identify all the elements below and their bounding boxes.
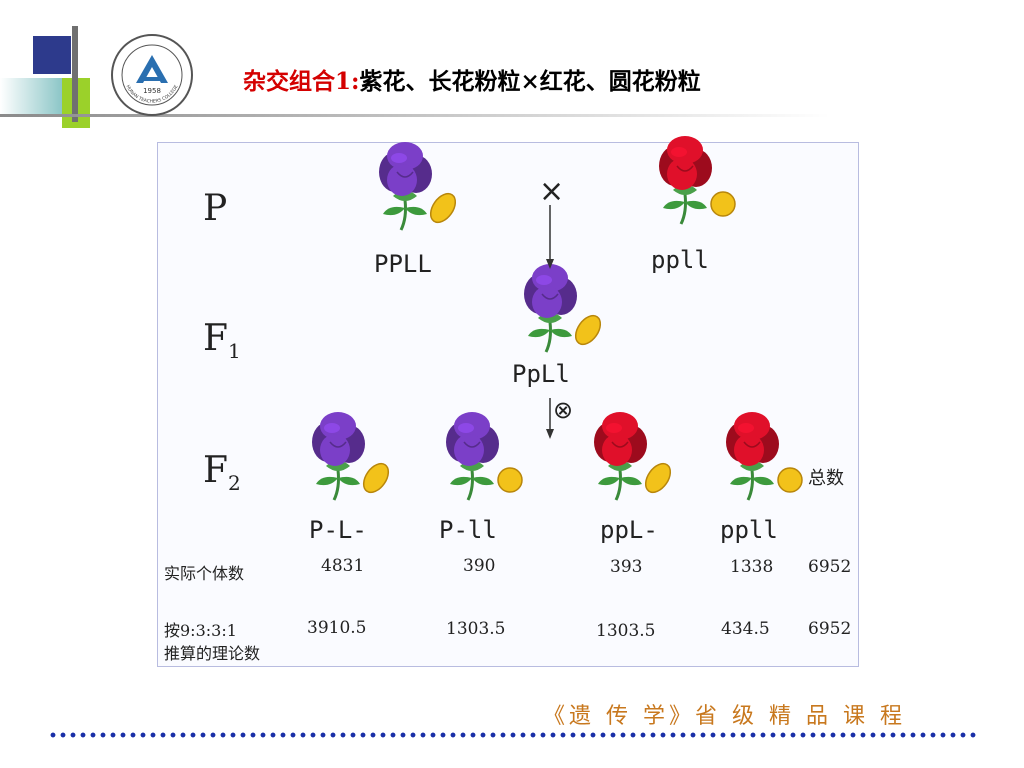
- expected-3: 1303.5: [596, 621, 656, 641]
- generation-f1-label: F1: [203, 318, 241, 363]
- observed-1: 4831: [321, 556, 365, 576]
- f2-genotype-4: ppll: [720, 516, 778, 544]
- title-prefix: 杂交组合1:: [243, 68, 360, 95]
- f1-base: F: [203, 318, 228, 359]
- footer-course-title: 《遗 传 学》省 级 精 品 课 程: [543, 704, 906, 729]
- decor-teal-block: [0, 78, 62, 114]
- f2-sub: 2: [227, 471, 241, 496]
- college-logo: 1958 HUNAN TEACHERS COLLEGE: [111, 34, 193, 116]
- generation-f2-label: F2: [203, 450, 241, 495]
- observed-4: 1338: [730, 557, 774, 577]
- title-text: 紫花、长花粉粒×红花、圆花粉粒: [359, 68, 701, 95]
- cross-symbol: ×: [539, 174, 565, 209]
- footer-dotted-rule: [48, 732, 978, 738]
- f1-sub: 1: [227, 339, 241, 364]
- f2-genotype-2: P-ll: [439, 516, 497, 544]
- cross-diagram-panel: [157, 142, 859, 667]
- observed-3: 393: [610, 557, 643, 577]
- total-label: 总数: [808, 468, 844, 489]
- expected-total: 6952: [808, 619, 852, 639]
- parent-1-genotype: PPLL: [374, 250, 432, 278]
- generation-p-label: P: [203, 188, 228, 229]
- observed-2: 390: [463, 556, 496, 576]
- decor-vertical-bar: [72, 26, 78, 122]
- expected-label-line-1: 按9:3:3:1: [164, 621, 237, 640]
- f2-genotype-3: ppL-: [600, 516, 658, 544]
- expected-2: 1303.5: [446, 619, 506, 639]
- observed-total: 6952: [808, 557, 852, 577]
- expected-label-line-2: 推算的理论数: [164, 644, 261, 663]
- parent-2-genotype: ppll: [651, 246, 709, 274]
- self-cross-symbol: ⊗: [553, 396, 574, 424]
- page-title: 杂交组合1:紫花、长花粉粒×红花、圆花粉粒: [243, 62, 701, 96]
- observed-label: 实际个体数: [164, 564, 245, 583]
- cross-arrow: [546, 205, 554, 269]
- decor-navy-square: [33, 36, 71, 74]
- self-arrow: [546, 398, 554, 439]
- logo-year: 1958: [143, 87, 161, 95]
- expected-4: 434.5: [721, 619, 770, 639]
- f1-genotype: PpLl: [512, 360, 570, 388]
- f2-base: F: [203, 450, 228, 491]
- expected-1: 3910.5: [307, 618, 367, 638]
- f2-genotype-1: P-L-: [309, 516, 367, 544]
- header-rule: [0, 114, 830, 117]
